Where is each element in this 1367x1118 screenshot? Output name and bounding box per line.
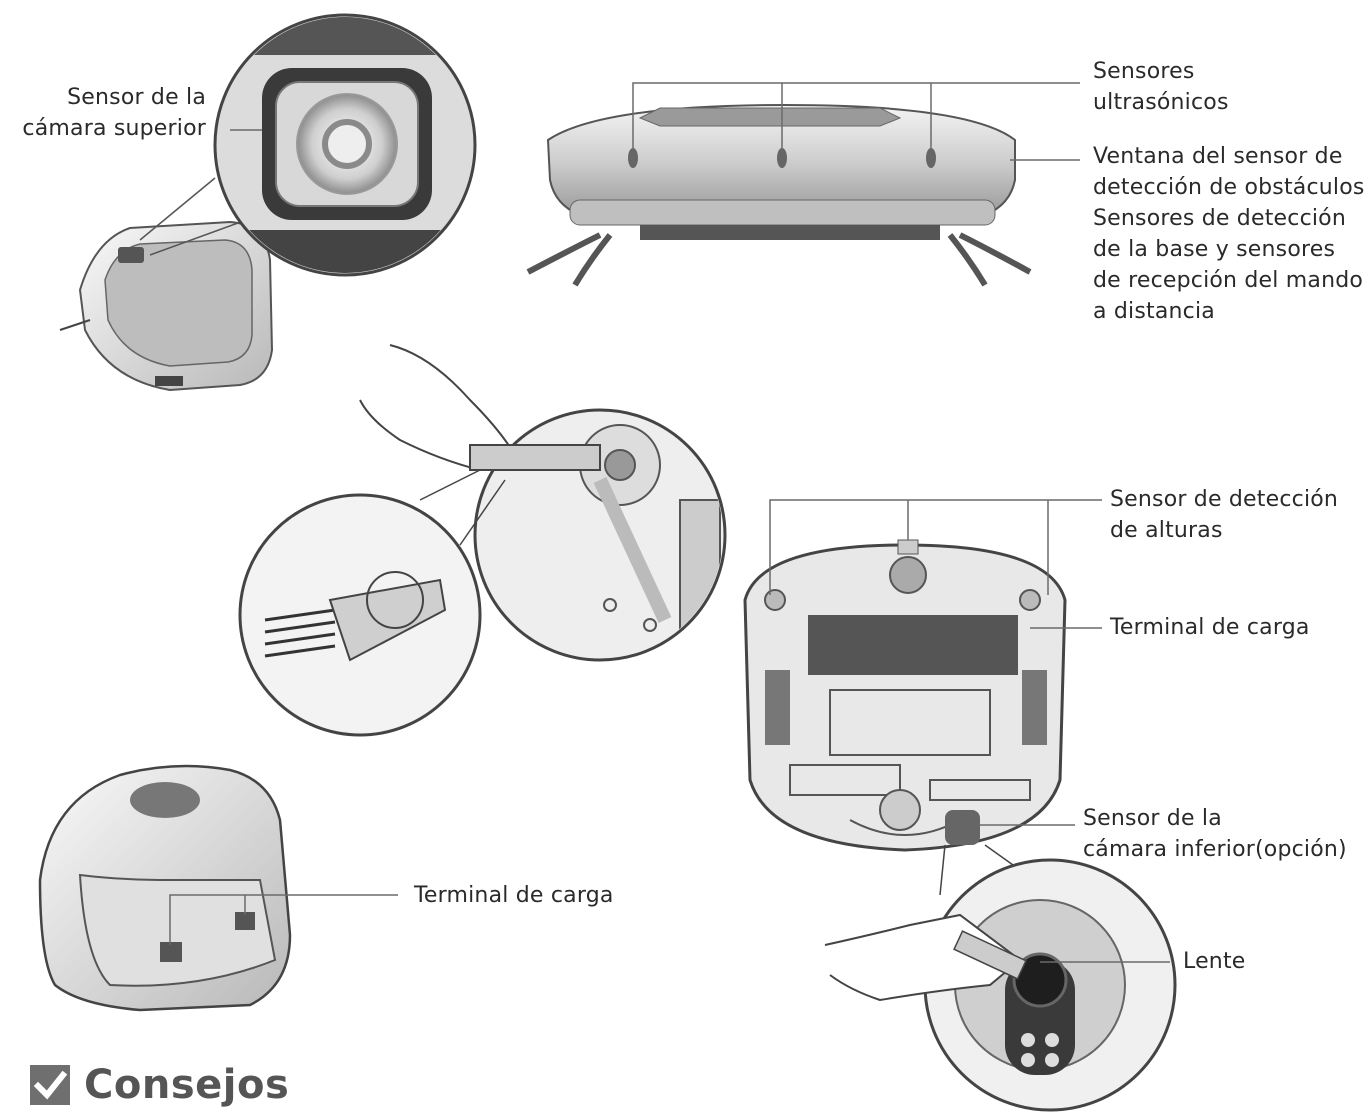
robot-bottom-view [743,539,1067,852]
label-cliff-sensor: Sensor de detección de alturas [1110,487,1339,543]
cleaning-tool-illustration [238,344,727,737]
label-lens: Lente [1183,949,1246,974]
label-obstacle-window: Ventana del sensor de detección de obstá… [1093,144,1365,324]
label-bottom-camera-sensor: Sensor de la cámara inferior(opción) [1083,806,1347,862]
label-charging-terminal-robot: Terminal de carga [1110,615,1310,640]
robot-top-view [59,220,274,392]
tool-zoom-circle [238,493,482,737]
lens-zoom [824,844,1177,1112]
tips-header: Consejos [30,1062,289,1108]
label-charging-terminal-base: Terminal de carga [414,883,614,908]
robot-side-view [526,103,1032,287]
zoom-line [139,177,216,241]
ultrasonic-leader-lines [632,82,1080,161]
bottom-leader-lines [769,499,1102,826]
tips-title: Consejos [84,1062,290,1108]
label-top-camera-sensor: Sensor de la cámara superior [22,85,206,141]
charging-base [38,764,292,1012]
label-ultrasonic-sensors: Sensores ultrasónicos [1093,59,1229,115]
top-camera-illustration [59,13,477,392]
checkbox-check-icon [30,1065,70,1105]
